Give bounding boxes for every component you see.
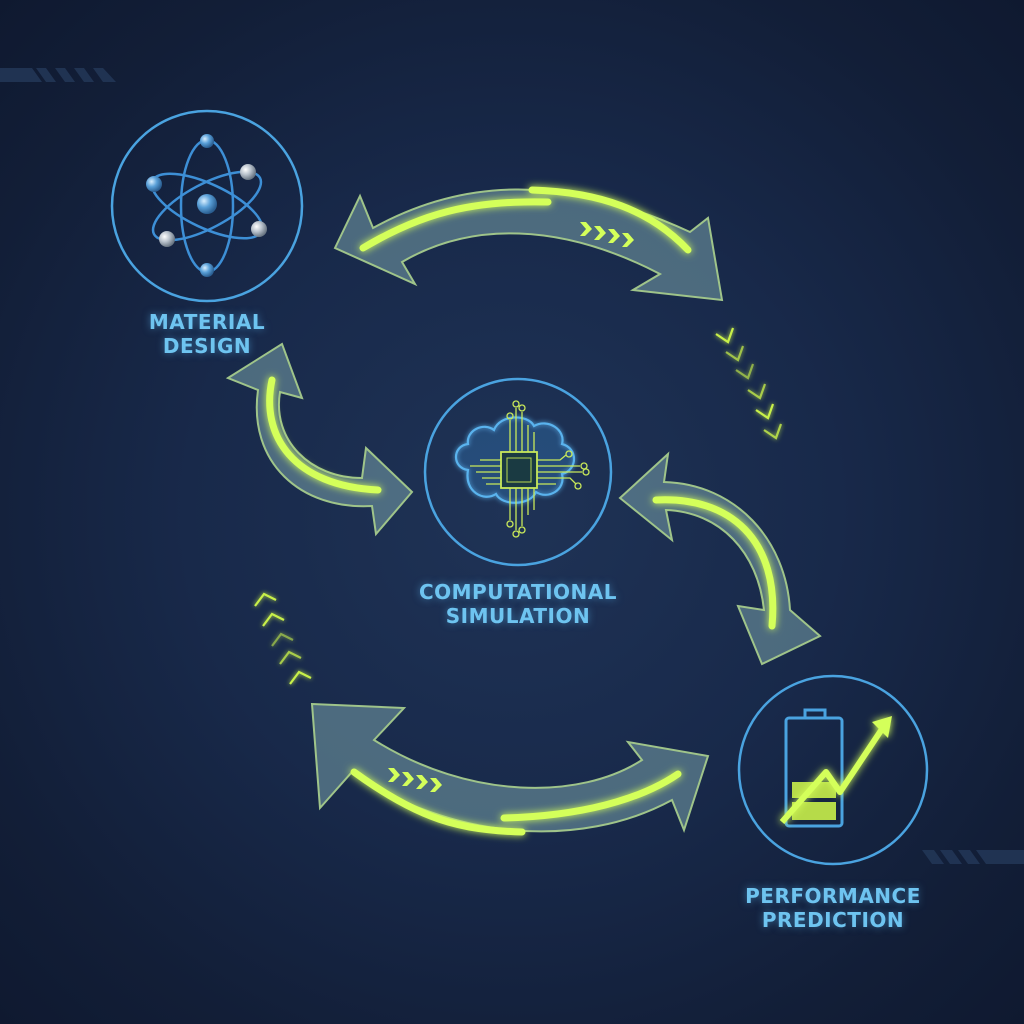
atom-icon bbox=[146, 134, 267, 277]
label-line-1: COMPUTATIONAL bbox=[418, 580, 618, 604]
label-line-2: SIMULATION bbox=[445, 604, 591, 628]
arrow-left-bidirectional bbox=[225, 342, 414, 537]
battery-growth-icon bbox=[779, 708, 892, 828]
node-computational-simulation[interactable] bbox=[423, 377, 613, 567]
arrow-right-bidirectional bbox=[618, 451, 822, 666]
chevron-trail-up-left bbox=[254, 592, 312, 685]
node-performance-prediction[interactable] bbox=[737, 674, 929, 866]
label-line-2: DESIGN bbox=[162, 334, 252, 358]
label-computational-simulation: COMPUTATIONAL SIMULATION bbox=[398, 580, 638, 628]
arrow-bottom-bidirectional bbox=[310, 702, 710, 836]
node-material-design[interactable] bbox=[110, 109, 304, 303]
chevron-trail-down-right bbox=[715, 327, 783, 440]
label-line-1: PERFORMANCE bbox=[745, 884, 921, 908]
label-performance-prediction: PERFORMANCE PREDICTION bbox=[728, 884, 938, 932]
label-line-2: PREDICTION bbox=[761, 908, 905, 932]
brain-chip-icon bbox=[454, 400, 590, 538]
chevron-flow-icon bbox=[580, 222, 634, 247]
label-material-design: MATERIAL DESIGN bbox=[112, 310, 302, 358]
label-line-1: MATERIAL bbox=[148, 310, 266, 334]
stripe-bar-top-left bbox=[0, 68, 116, 82]
arrow-top-bidirectional bbox=[333, 186, 724, 302]
stripe-bar-bottom-right bbox=[922, 850, 1024, 864]
chevron-flow-icon bbox=[388, 768, 442, 792]
